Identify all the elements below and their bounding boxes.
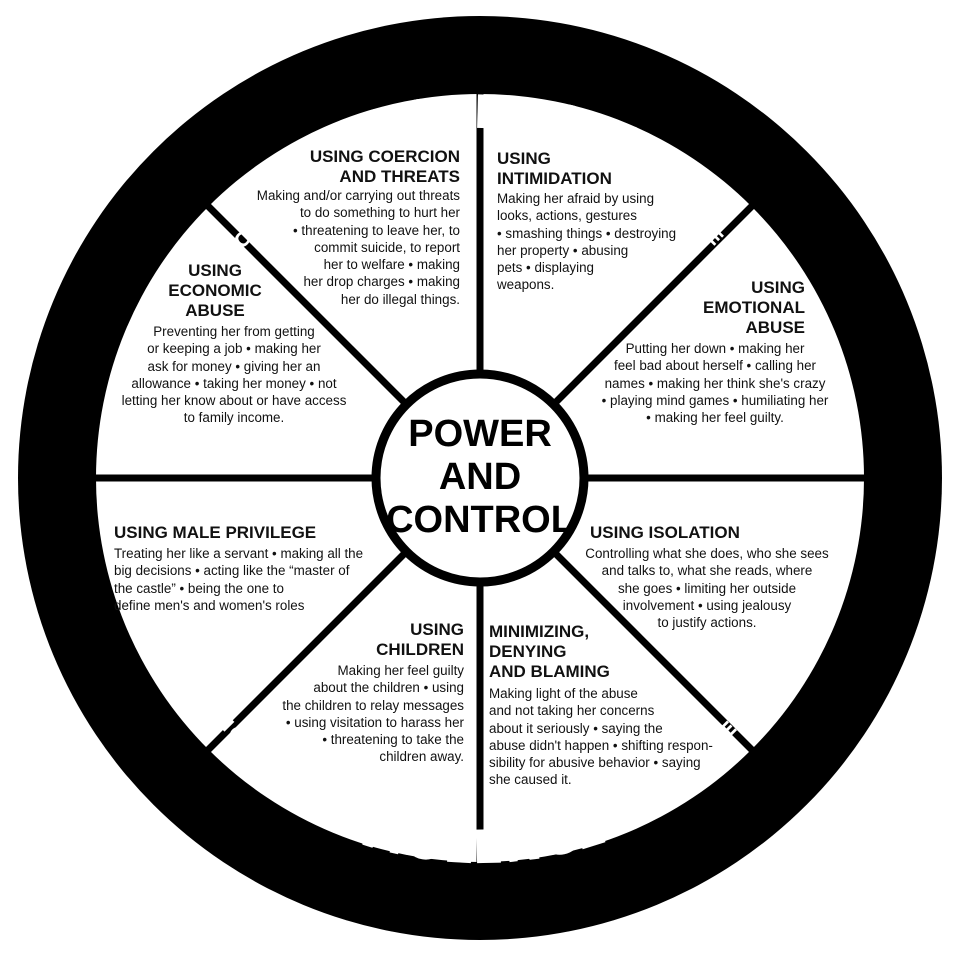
segment-male-privilege-title: USING MALE PRIVILEGE	[114, 523, 317, 542]
segment-coercion-body: Making and/or carrying out threats to do…	[256, 188, 460, 307]
segment-isolation-title: USING ISOLATION	[590, 523, 740, 542]
segment-economic-body: Preventing her from getting or keeping a…	[121, 324, 347, 426]
segment-children-body: Making her feel guilty about the childre…	[282, 663, 464, 765]
segment-coercion-title: USING COERCION AND THREATS	[309, 147, 460, 186]
segment-children-title: USING CHILDREN	[376, 620, 464, 659]
segment-male-privilege-body: Treating her like a servant • making all…	[114, 546, 364, 613]
segment-emotional-title: USING EMOTIONAL ABUSE	[703, 278, 805, 337]
segment-isolation-body: Controlling what she does, who she sees …	[585, 546, 829, 631]
segment-intimidation-title: USING INTIMIDATION	[497, 149, 612, 188]
segment-emotional-body: Putting her down • making her feel bad a…	[601, 341, 829, 426]
hub-circle	[371, 369, 589, 587]
segment-economic-title: USING ECONOMIC ABUSE	[168, 261, 262, 320]
segment-minimizing-body: Making light of the abuse and not taking…	[489, 686, 713, 788]
hub-line-3: CONTROL	[386, 499, 574, 541]
segment-intimidation-body: Making her afraid by using looks, action…	[497, 191, 677, 293]
hub-line-1: POWER	[408, 413, 552, 455]
hub-line-2: AND	[439, 456, 521, 498]
segment-minimizing-title: MINIMIZING, DENYING AND BLAMING	[489, 622, 610, 681]
